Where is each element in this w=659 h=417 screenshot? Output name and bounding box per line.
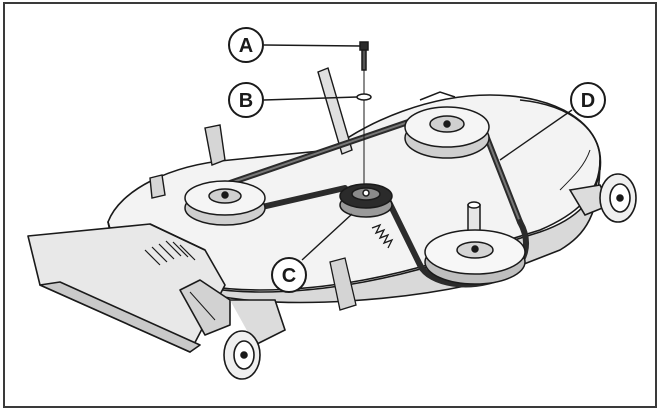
callout-b-label: B bbox=[239, 90, 253, 112]
idler-pulley bbox=[339, 183, 393, 218]
callout-b: B bbox=[228, 82, 264, 118]
right-spindle-pulley bbox=[404, 91, 490, 159]
left-spindle-pulley bbox=[184, 180, 266, 226]
belt-guide-bracket bbox=[149, 67, 353, 199]
engine-pulley bbox=[424, 201, 526, 285]
idler-spring bbox=[329, 223, 394, 311]
front-left-wheel bbox=[223, 299, 286, 380]
right-wheel bbox=[568, 173, 637, 223]
discharge-chute bbox=[27, 223, 231, 353]
callout-d: D bbox=[570, 82, 606, 118]
washer bbox=[356, 93, 372, 101]
callout-a: A bbox=[228, 27, 264, 63]
callout-a-label: A bbox=[239, 35, 253, 57]
callout-c: C bbox=[271, 257, 307, 293]
callout-c-label: C bbox=[282, 265, 296, 287]
callout-d-label: D bbox=[581, 90, 595, 112]
callout-leaders bbox=[263, 44, 573, 261]
